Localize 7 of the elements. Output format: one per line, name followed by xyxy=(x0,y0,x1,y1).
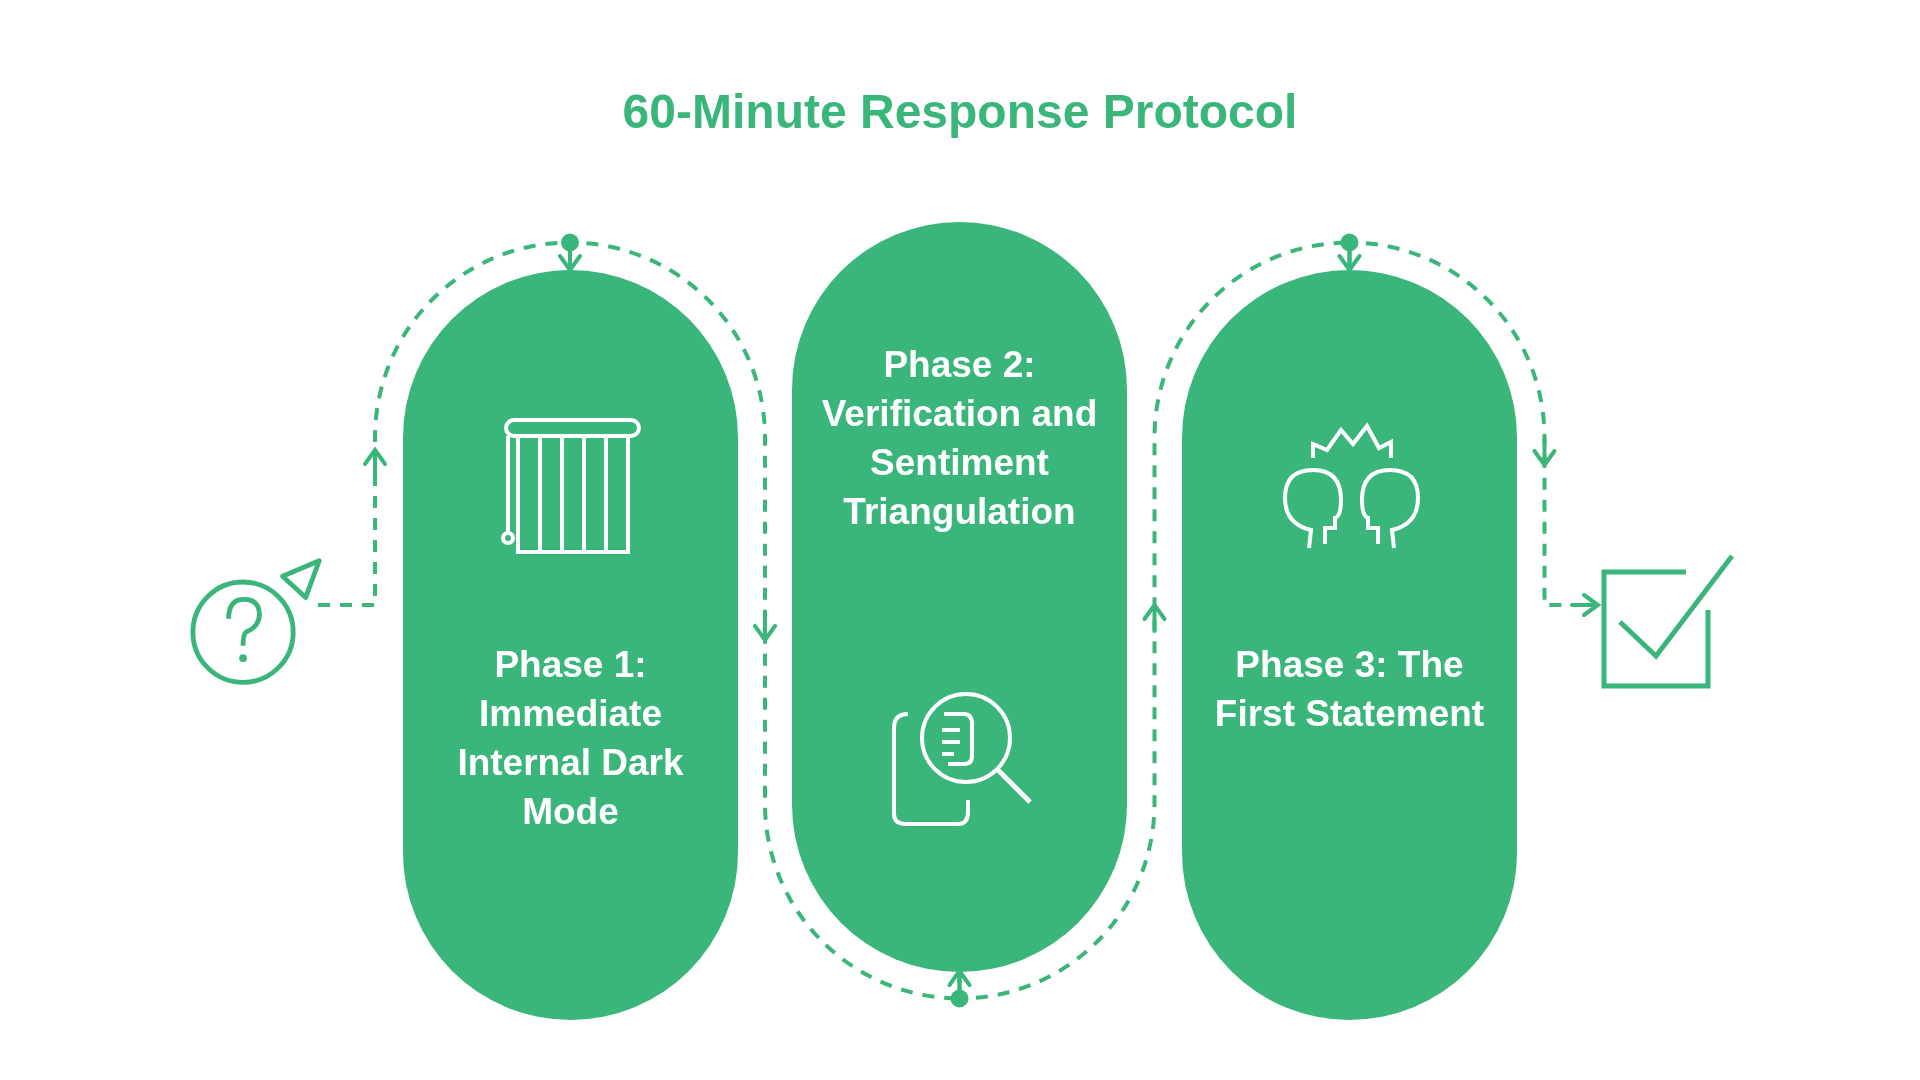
dashed-arrow xyxy=(1347,240,1602,617)
phase-title: Phase 1: Immediate Internal Dark Mode xyxy=(456,643,685,834)
dashed-arrow xyxy=(318,240,582,607)
dashed-arrow xyxy=(957,240,1362,1001)
phase-title: Phase 2: Verification and Sentiment Triangulation xyxy=(820,343,1099,534)
phase-title: Phase 3: The First Statement xyxy=(1213,643,1486,736)
diagram-title: 60-Minute Response Protocol xyxy=(622,84,1298,139)
